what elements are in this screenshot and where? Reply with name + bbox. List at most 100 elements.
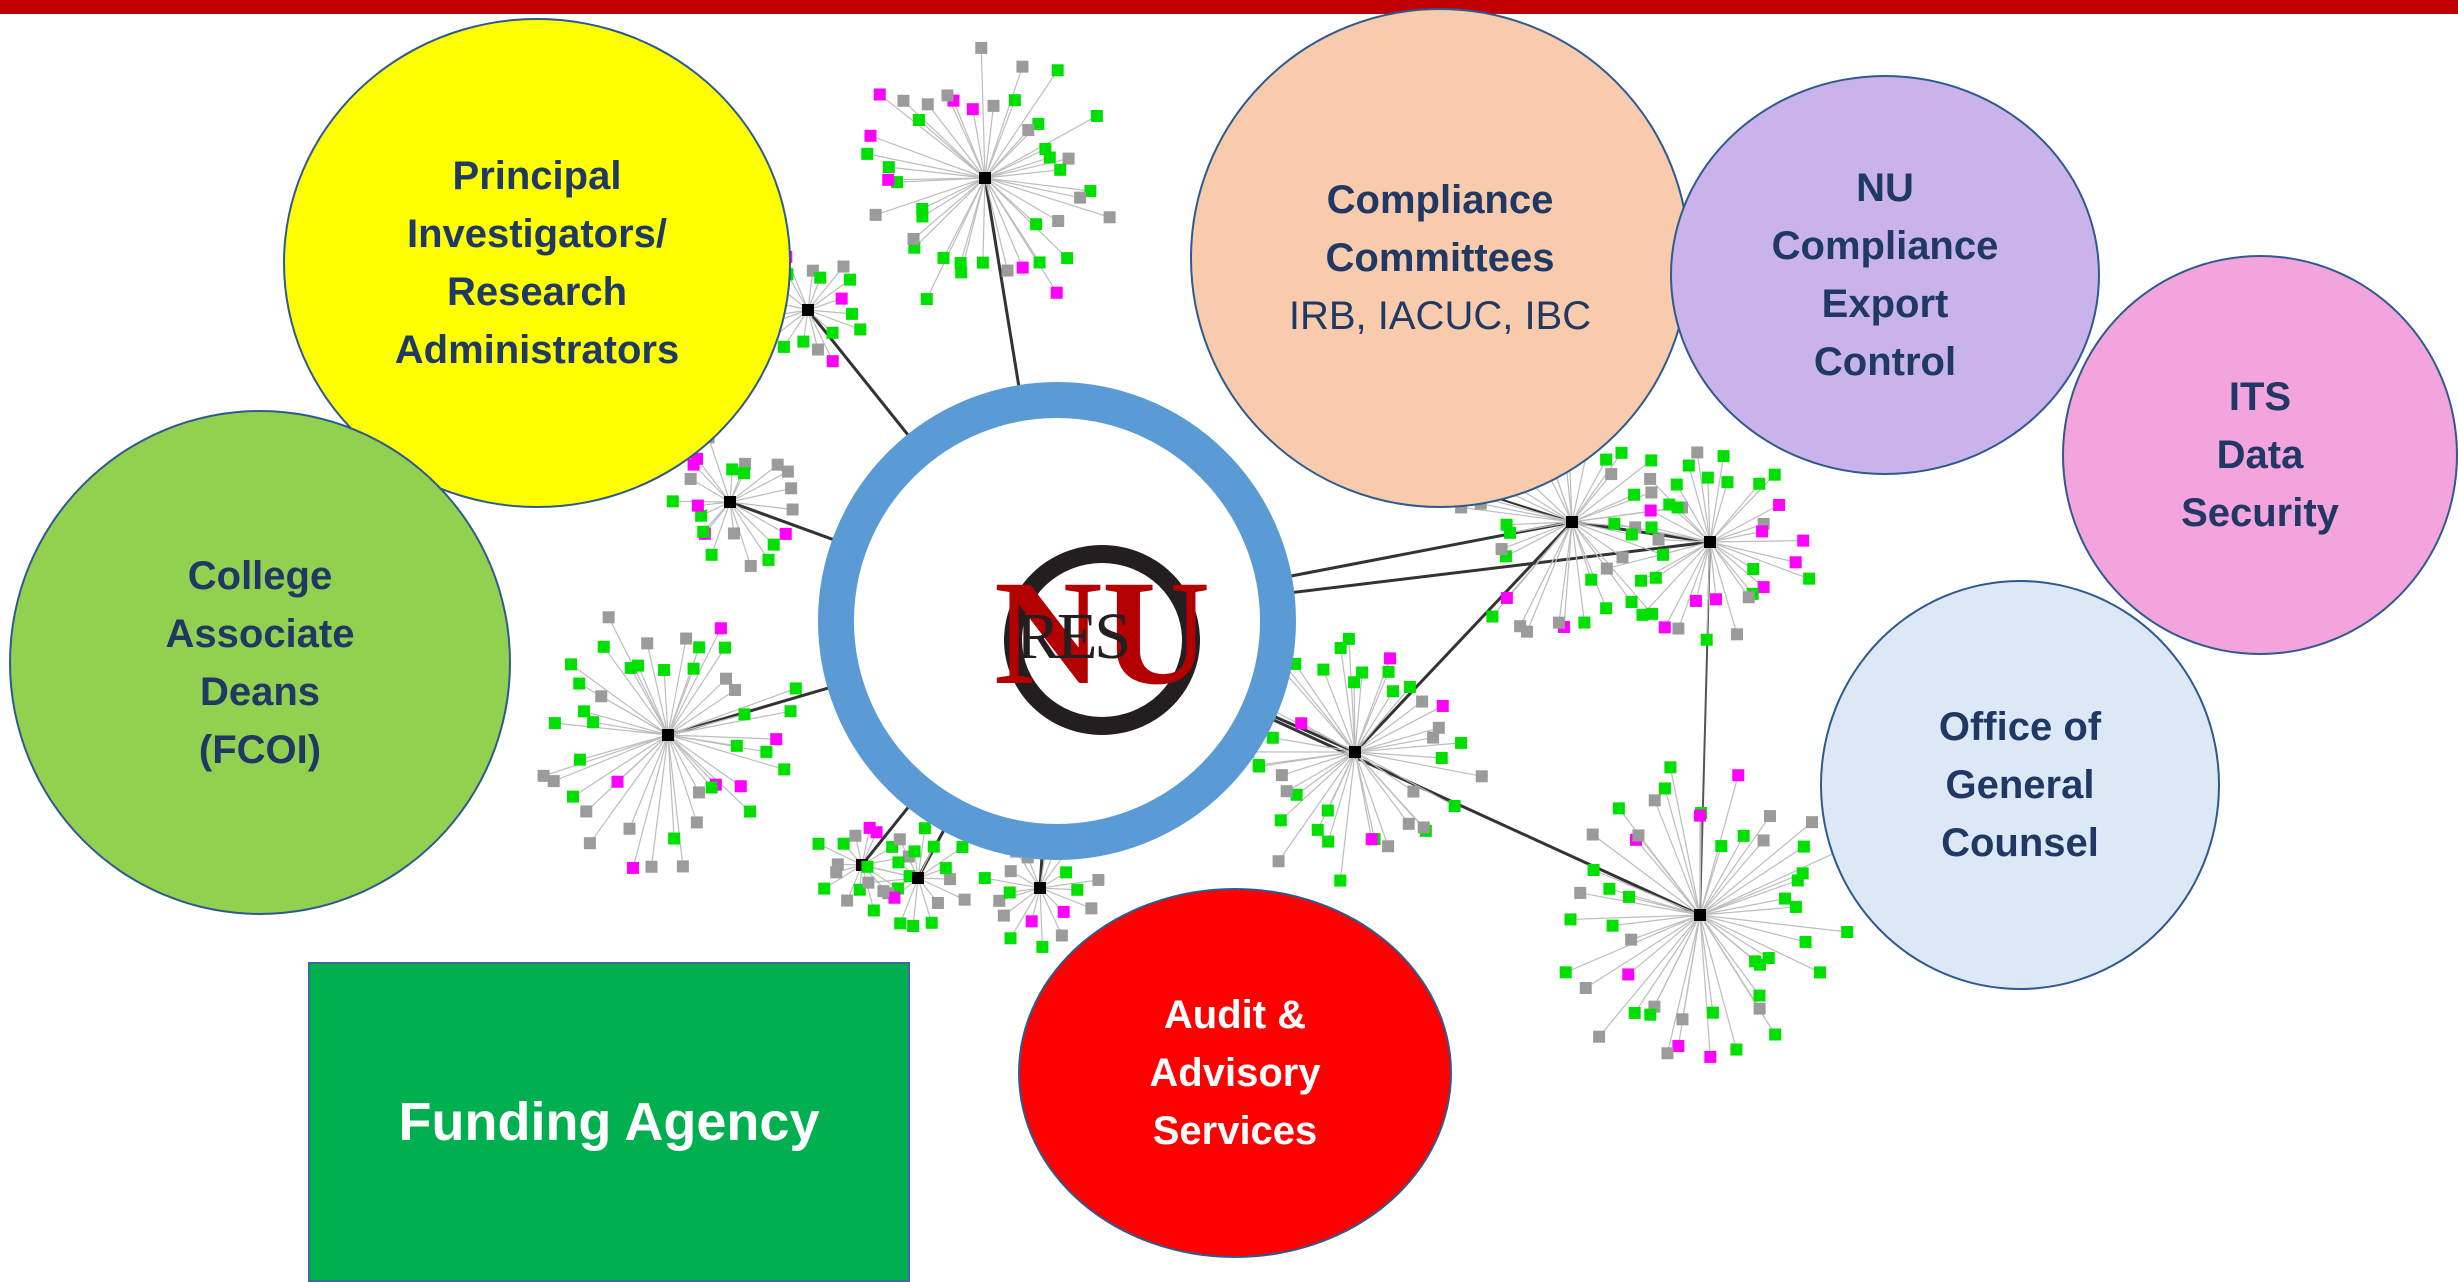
network-dot [1632, 829, 1644, 841]
network-dot [1636, 609, 1648, 621]
network-dot [1754, 1003, 1766, 1015]
network-dot [1091, 110, 1103, 122]
compliance-committees-node: Compliance Committees IRB, IACUC, IBC [1190, 8, 1690, 508]
network-dot [1623, 891, 1635, 903]
nu-res-hub: N U RES [818, 382, 1296, 860]
network-dot [797, 336, 809, 348]
network-dot [1383, 666, 1395, 678]
network-dot [1626, 528, 1638, 540]
network-dot [937, 252, 949, 264]
audit-line-1: Audit & [1164, 986, 1306, 1044]
network-dot [1644, 473, 1656, 485]
network-dot [549, 717, 561, 729]
funding-agency-label: Funding Agency [399, 1091, 820, 1153]
network-dot [1629, 1007, 1641, 1019]
network-edge [1665, 788, 1700, 915]
network-dot [998, 910, 1010, 922]
network-dot [1322, 805, 1334, 817]
network-dot [1628, 489, 1640, 501]
network-dot [1797, 535, 1809, 547]
ogc-line-1: Office of [1939, 698, 2101, 756]
network-dot [877, 885, 889, 897]
network-dot [1792, 874, 1804, 886]
network-dot [1731, 628, 1743, 640]
network-dot [959, 894, 971, 906]
network-dot [1253, 760, 1265, 772]
network-dot [693, 786, 705, 798]
office-of-general-counsel-node: Office of General Counsel [1820, 580, 2220, 990]
network-dot [1646, 521, 1658, 533]
network-dot [882, 174, 894, 186]
network-dot [731, 740, 743, 752]
network-dot [979, 172, 991, 184]
network-dot [1387, 685, 1399, 697]
network-dot [1659, 782, 1671, 794]
network-dot [874, 89, 886, 101]
network-dot [844, 274, 856, 286]
network-dot [706, 549, 718, 561]
network-dot [1694, 909, 1706, 921]
college-associate-deans-node: College Associate Deans (FCOI) [9, 410, 511, 915]
network-dot [726, 463, 738, 475]
network-dot [1449, 800, 1461, 812]
network-dot [691, 816, 703, 828]
network-dot [940, 862, 952, 874]
network-dot [1085, 902, 1097, 914]
network-dot [967, 103, 979, 115]
network-dot [1404, 681, 1416, 693]
network-dot [1653, 534, 1665, 546]
network-dot [1574, 887, 1586, 899]
network-dot [912, 872, 924, 884]
network-dot [956, 841, 968, 853]
network-dot [1436, 752, 1448, 764]
network-dot [728, 527, 740, 539]
audit-line-2: Advisory [1149, 1044, 1320, 1102]
network-dot [724, 496, 736, 508]
network-dot [1403, 818, 1415, 830]
network-dot [1764, 810, 1776, 822]
network-dot [1664, 761, 1676, 773]
network-dot [1001, 265, 1013, 277]
network-dot [1022, 124, 1034, 136]
network-dot [818, 883, 830, 895]
network-dot [580, 805, 592, 817]
network-dot [1074, 192, 1086, 204]
network-edge [1667, 915, 1700, 1053]
network-dot [1659, 621, 1671, 633]
network-edge [985, 67, 1022, 178]
network-dot [1753, 990, 1765, 1002]
network-dot [745, 560, 757, 572]
network-dot [1312, 824, 1324, 836]
its-line-2: Data [2217, 426, 2304, 484]
network-dot [1743, 591, 1755, 603]
network-dot [894, 833, 906, 845]
network-dot [1455, 737, 1467, 749]
network-dot [1769, 469, 1781, 481]
network-dot [1334, 875, 1346, 887]
network-dot [928, 841, 940, 853]
network-dot [762, 554, 774, 566]
network-edge [1682, 915, 1700, 1019]
network-dot [760, 746, 772, 758]
network-edge [1040, 888, 1042, 947]
network-dot [888, 892, 900, 904]
network-edge [571, 664, 668, 735]
network-dot [1044, 152, 1056, 164]
network-dot [688, 663, 700, 675]
network-dot [658, 664, 670, 676]
network-dot [907, 920, 919, 932]
network-dot [641, 637, 653, 649]
network-dot [587, 716, 599, 728]
network-dot [738, 708, 750, 720]
network-dot [1052, 215, 1064, 227]
network-dot [627, 862, 639, 874]
network-dot [1486, 610, 1498, 622]
network-dot [871, 826, 883, 838]
network-dot [1798, 841, 1810, 853]
network-dot [832, 858, 844, 870]
network-dot [812, 344, 824, 356]
network-edge [1710, 541, 1803, 542]
network-dot [1317, 664, 1329, 676]
network-dot [778, 341, 790, 353]
network-dot [861, 861, 873, 873]
